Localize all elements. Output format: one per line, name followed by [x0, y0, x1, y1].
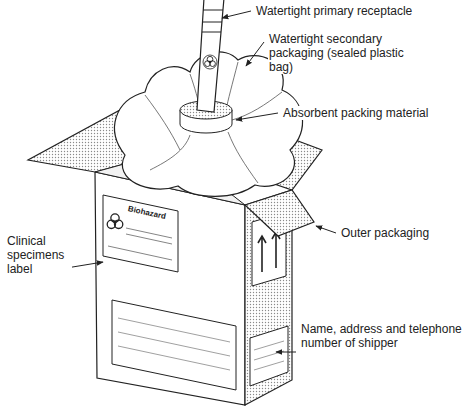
- label-line: [126, 228, 172, 238]
- leader-arrow: [246, 42, 264, 66]
- tube-cap-bands: [202, 10, 223, 32]
- shipper-sticker: [250, 326, 288, 386]
- sticker-line: [118, 332, 230, 356]
- callout-label: Watertight secondary packaging (sealed p…: [268, 32, 420, 74]
- callout-label: Absorbent packing material: [282, 106, 429, 120]
- leader-arrow: [276, 352, 296, 353]
- tube-label: [203, 55, 217, 69]
- sticker-line: [254, 341, 284, 350]
- sticker-line: [254, 361, 284, 370]
- front-sticker: [112, 300, 236, 390]
- sticker-line: [118, 318, 230, 342]
- sticker-line: [118, 346, 230, 370]
- biohazard-symbol: [107, 214, 123, 229]
- specimen-tube: [197, 0, 224, 112]
- specimen-label: [103, 195, 178, 272]
- callout-label: Name, address and telephone number of sh…: [300, 322, 468, 350]
- box-front-face: [95, 172, 245, 405]
- leader-arrow: [316, 226, 336, 233]
- callout-label: Watertight primary receptacle: [255, 4, 413, 18]
- callout-label: Clinical specimens label: [6, 234, 72, 276]
- callout-label: Outer packaging: [340, 226, 430, 240]
- leader-arrow: [236, 113, 278, 120]
- label-line: [108, 246, 172, 260]
- label-line: [126, 234, 172, 244]
- this-way-up-arrows: [258, 232, 280, 272]
- biohazard-symbol: [205, 56, 216, 66]
- label-text: Biohazard: [126, 204, 168, 221]
- leader-arrow: [222, 11, 251, 18]
- box-flap: [245, 190, 314, 236]
